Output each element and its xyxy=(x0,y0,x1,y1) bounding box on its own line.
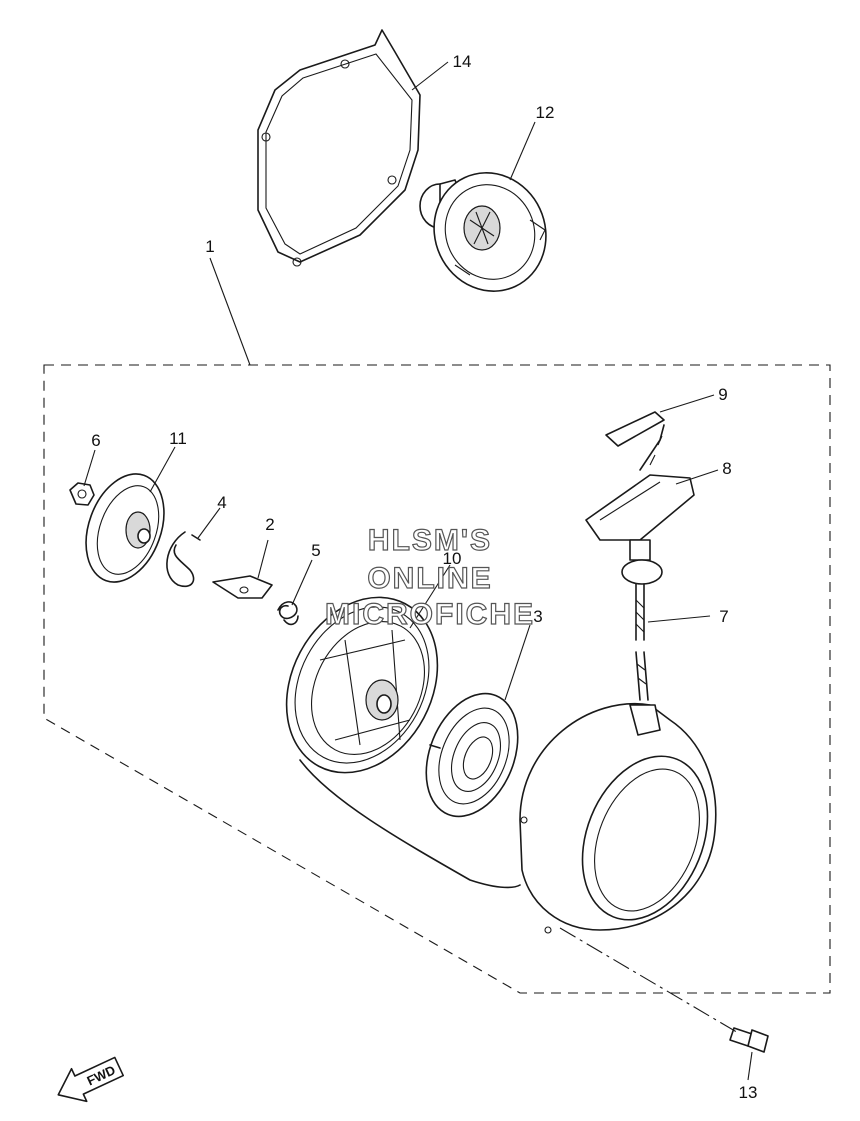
callout-14[interactable]: 14 xyxy=(453,52,472,71)
callout-3[interactable]: 3 xyxy=(533,607,542,626)
part-14-gasket[interactable] xyxy=(257,29,421,267)
callout-labels: 1 2 3 4 5 6 7 8 9 10 11 12 13 14 xyxy=(91,52,757,1102)
watermark-line-1: HLSM'S xyxy=(368,524,492,557)
watermark: HLSM'S ONLINE MICROFICHE xyxy=(324,523,535,631)
watermark-line-3: MICROFICHE xyxy=(325,598,535,631)
callout-13[interactable]: 13 xyxy=(739,1083,758,1102)
part-2-pawl[interactable] xyxy=(212,575,273,599)
assembly-boundary xyxy=(43,364,831,994)
starter-rope xyxy=(299,759,521,889)
part-8-starter-handle[interactable] xyxy=(585,424,695,585)
starter-case[interactable] xyxy=(519,702,731,939)
part-6-nut[interactable] xyxy=(69,482,95,506)
callout-12[interactable]: 12 xyxy=(536,103,555,122)
callout-11[interactable]: 11 xyxy=(169,429,187,448)
bolt-center-line xyxy=(559,927,741,1035)
part-5-spring[interactable] xyxy=(277,601,299,626)
callout-2[interactable]: 2 xyxy=(265,515,274,534)
callout-10[interactable]: 10 xyxy=(443,549,462,568)
callout-9[interactable]: 9 xyxy=(718,385,727,404)
watermark-line-2: ONLINE xyxy=(367,562,492,595)
part-3-recoil-spring[interactable] xyxy=(409,680,535,830)
callout-7[interactable]: 7 xyxy=(719,607,728,626)
part-13-bolt[interactable] xyxy=(729,1027,769,1053)
part-11-drive-plate[interactable] xyxy=(72,463,178,593)
leader-lines xyxy=(83,61,753,1081)
callout-1[interactable]: 1 xyxy=(205,237,214,256)
callout-5[interactable]: 5 xyxy=(311,541,320,560)
part-12-pulley[interactable] xyxy=(415,154,565,309)
part-7-rope[interactable] xyxy=(635,583,649,701)
part-9-handle-cap[interactable] xyxy=(605,411,665,447)
callout-8[interactable]: 8 xyxy=(722,459,731,478)
part-4-clip[interactable] xyxy=(166,531,201,588)
fwd-arrow-icon xyxy=(57,1056,125,1103)
callout-4[interactable]: 4 xyxy=(217,493,226,512)
fwd-arrow: FWD xyxy=(57,1056,125,1103)
part-10-sheave-drum[interactable] xyxy=(257,571,467,799)
callout-6[interactable]: 6 xyxy=(91,431,100,450)
